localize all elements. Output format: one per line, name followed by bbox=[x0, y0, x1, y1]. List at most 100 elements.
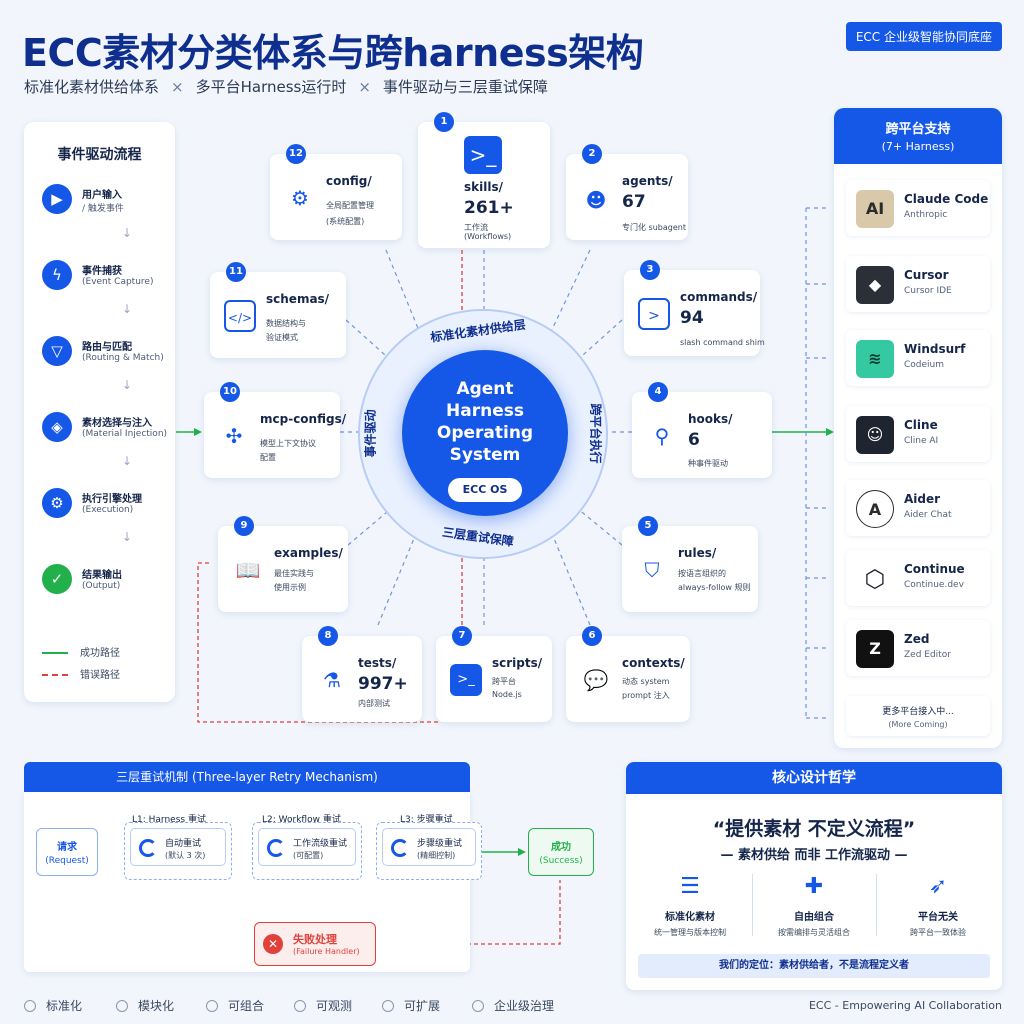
down-arrow-icon: ↓ bbox=[122, 530, 133, 544]
module-examples[interactable]: 9 📖 examples/ 最佳实践与 使用示例 bbox=[218, 516, 348, 612]
philosophy-col-title: 平台无关 bbox=[918, 912, 958, 923]
platform-title: 跨平台支持 bbox=[885, 122, 951, 137]
module-desc: prompt 注入 bbox=[622, 691, 670, 700]
subtitle-separator: × bbox=[171, 78, 184, 96]
event-flow-title: 事件驱动流程 bbox=[57, 147, 142, 163]
platform-windsurf[interactable]: ≋ Windsurf Codeium bbox=[846, 330, 990, 386]
failure-handler-node[interactable]: ✕ 失败处理 (Failure Handler) bbox=[254, 922, 376, 966]
platform-sub: Continue.dev bbox=[904, 580, 964, 590]
module-name: hooks/ bbox=[688, 412, 733, 426]
observe-icon bbox=[294, 1000, 306, 1012]
philosophy-col: ➶ 平台无关 跨平台一致体验 bbox=[878, 874, 998, 938]
module-name: rules/ bbox=[678, 546, 717, 560]
module-tests[interactable]: 8 ⚗ tests/ 997+ 内部测试 bbox=[302, 626, 422, 722]
standard-icon bbox=[24, 1000, 36, 1012]
footer-label: 可扩展 bbox=[404, 999, 441, 1013]
module-desc: 最佳实践与 bbox=[274, 569, 314, 578]
retry-step-name: 工作流级重试 bbox=[293, 839, 348, 849]
flow-step: ϟ 事件捕获 (Event Capture) bbox=[42, 260, 182, 300]
module-number: 5 bbox=[638, 516, 658, 536]
module-count: 997+ bbox=[358, 674, 408, 694]
compose-icon bbox=[206, 1000, 218, 1012]
error-icon: ✕ bbox=[263, 934, 283, 954]
module-agents[interactable]: 2 ☻ agents/ 67 专门化 subagent bbox=[566, 144, 688, 240]
code-icon: </> bbox=[224, 300, 256, 332]
footer-item: 可观测 bbox=[294, 997, 352, 1014]
ring-label-left: 事件驱动 bbox=[363, 409, 378, 458]
divider bbox=[752, 874, 753, 936]
retry-step-sub: (可配置) bbox=[293, 851, 324, 860]
retry-request-node[interactable]: 请求 (Request) bbox=[36, 828, 98, 876]
philosophy-quote: “提供素材 不定义流程” bbox=[712, 818, 916, 840]
module-scripts[interactable]: 7 >_ scripts/ 跨平台 Node.js bbox=[436, 626, 552, 722]
windsurf-logo-icon: ≋ bbox=[856, 340, 894, 378]
platform-name: Zed bbox=[904, 632, 930, 646]
extend-icon bbox=[382, 1000, 394, 1012]
retry-step-sub: (默认 3 次) bbox=[165, 851, 206, 860]
platform-continue[interactable]: ⬡ Continue Continue.dev bbox=[846, 550, 990, 606]
module-hooks[interactable]: 4 ⚲ hooks/ 6 种事件驱动 bbox=[632, 382, 772, 478]
cursor-logo-icon: ◆ bbox=[856, 266, 894, 304]
platform-aider[interactable]: A Aider Aider Chat bbox=[846, 480, 990, 536]
robot-icon: ☻ bbox=[585, 188, 607, 212]
module-name: scripts/ bbox=[492, 656, 543, 670]
module-commands[interactable]: 3 > commands/ 94 slash command shim bbox=[624, 260, 765, 356]
positioning-statement: 我们的定位：素材供给者，不是流程定义者 bbox=[638, 954, 990, 978]
footer-label: 企业级治理 bbox=[494, 999, 555, 1013]
module-schemas[interactable]: 11 </> schemas/ 数据结构与 验证模式 bbox=[210, 262, 346, 358]
platform-claude-code[interactable]: AI Claude Code Anthropic bbox=[846, 180, 990, 236]
puzzle-icon: ✚ bbox=[804, 874, 824, 899]
retry-l1-box[interactable]: 自动重试 (默认 3 次) bbox=[130, 828, 226, 866]
module-name: contexts/ bbox=[622, 656, 685, 670]
lightning-icon: ϟ bbox=[42, 260, 72, 290]
module-desc: 跨平台 bbox=[492, 677, 516, 686]
philosophy-col-desc: 跨平台一致体验 bbox=[910, 928, 966, 937]
module-desc: 种事件驱动 bbox=[688, 459, 728, 468]
module-desc: 工作流 bbox=[464, 223, 488, 232]
footer-item: 标准化 bbox=[24, 997, 82, 1014]
retry-l2-box[interactable]: 工作流级重试 (可配置) bbox=[258, 828, 356, 866]
governance-icon bbox=[472, 1000, 484, 1012]
retry-step-sub: (精细控制) bbox=[417, 851, 456, 860]
platform-more[interactable]: 更多平台接入中... (More Coming) bbox=[846, 696, 990, 736]
header-badge: ECC 企业级智能协同底座 bbox=[845, 22, 1002, 51]
success-label: 成功 bbox=[551, 842, 571, 853]
platform-zed[interactable]: Z Zed Zed Editor bbox=[846, 620, 990, 676]
philosophy-col: ☰ 标准化素材 统一管理与版本控制 bbox=[630, 874, 750, 938]
retry-l3-box[interactable]: 步骤级重试 (精细控制) bbox=[382, 828, 476, 866]
module-contexts[interactable]: 6 💬 contexts/ 动态 system prompt 注入 bbox=[566, 626, 690, 722]
claude-logo-icon: AI bbox=[856, 190, 894, 228]
flow-step: ▽ 路由与匹配 (Routing & Match) bbox=[42, 336, 182, 376]
footer-item: 模块化 bbox=[116, 997, 174, 1014]
event-flow-panel: 事件驱动流程 ▶ 用户输入 / 触发事件 ↓ ϟ 事件捕获 (Event Cap… bbox=[24, 122, 175, 702]
gear-icon: ⚙ bbox=[291, 186, 309, 210]
platform-cursor[interactable]: ◆ Cursor Cursor IDE bbox=[846, 256, 990, 312]
module-number: 7 bbox=[452, 626, 472, 646]
retry-title: 三层重试机制 (Three-layer Retry Mechanism) bbox=[24, 762, 470, 792]
core-line: Harness bbox=[446, 401, 524, 421]
module-skills[interactable]: 1 >_ skills/ 261+ 工作流 (Workflows) bbox=[418, 112, 550, 248]
platform-cline[interactable]: ☺ Cline Cline AI bbox=[846, 406, 990, 462]
legend-success: 成功路径 bbox=[42, 644, 120, 659]
module-number: 10 bbox=[220, 382, 240, 402]
module-mcp-configs[interactable]: 10 ✣ mcp-configs/ 模型上下文协议 配置 bbox=[204, 382, 346, 478]
retry-level-label: L2: Workflow 重试 bbox=[262, 815, 341, 825]
flow-step-sub: / 触发事件 bbox=[82, 204, 124, 214]
platform-more-sub: (More Coming) bbox=[888, 720, 948, 729]
module-desc: slash command shim bbox=[680, 338, 765, 347]
platform-name: Cursor bbox=[904, 268, 949, 282]
module-config[interactable]: 12 ⚙ config/ 全局配置管理 (系统配置) bbox=[270, 144, 402, 240]
philosophy-col-desc: 按需编排与灵活组合 bbox=[778, 928, 850, 937]
platform-name: Windsurf bbox=[904, 342, 966, 356]
flow-step-title: 事件捕获 bbox=[82, 266, 122, 277]
rocket-icon: ➶ bbox=[928, 874, 948, 899]
retry-success-node[interactable]: 成功 (Success) bbox=[528, 828, 594, 876]
platform-sub: Cline AI bbox=[904, 436, 939, 446]
legend-error-label: 错误路径 bbox=[80, 670, 120, 681]
agent-harness-os-core[interactable]: Agent Harness Operating System ECC OS bbox=[402, 350, 568, 516]
down-arrow-icon: ↓ bbox=[122, 302, 133, 316]
flow-step-title: 素材选择与注入 bbox=[82, 418, 152, 429]
core-line: System bbox=[449, 445, 521, 465]
module-rules[interactable]: 5 ⛉ rules/ 按语言组织的 always-follow 规则 bbox=[622, 516, 758, 612]
core-line: Operating bbox=[436, 423, 534, 443]
